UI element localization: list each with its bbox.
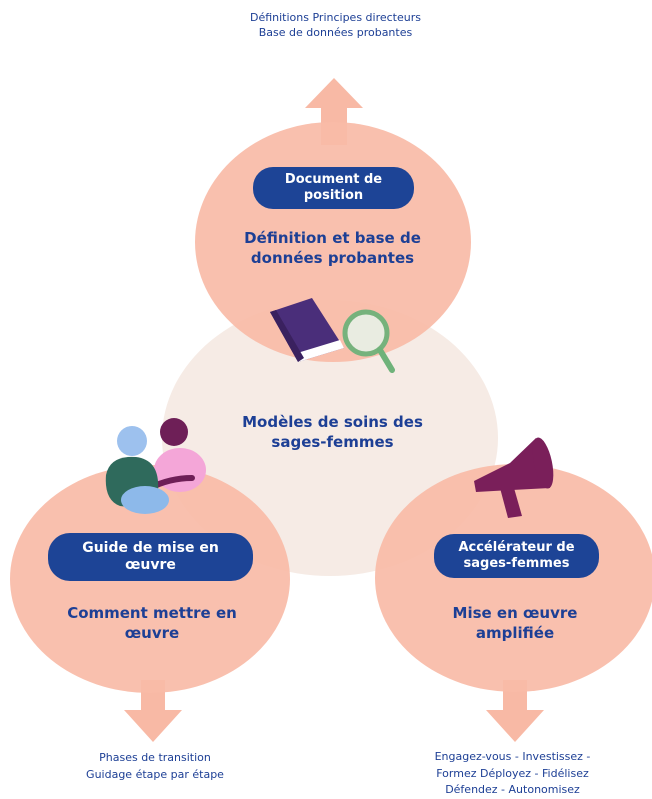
left-subtitle: Comment mettre en œuvre: [67, 604, 237, 642]
right-subtitle: Mise en œuvre amplifiée: [452, 604, 578, 642]
top-badge: Document de position: [253, 167, 414, 209]
right-note-line-3: Défendez - Autonomisez: [445, 783, 580, 796]
megaphone-icon: [474, 437, 554, 518]
right-badge: Accélérateur de sages-femmes: [434, 534, 599, 578]
top-subtitle: Définition et base de données probantes: [244, 229, 421, 267]
right-circle: [375, 464, 652, 692]
right-note-line-1: Engagez-vous - Investissez -: [434, 750, 591, 763]
right-note-line-2: Formez Déployez - Fidélisez: [436, 766, 589, 780]
right-note: Engagez-vous - Investissez - Formez Dépl…: [410, 749, 615, 799]
left-badge: Guide de mise en œuvre: [48, 533, 253, 581]
left-note-line-2: Guidage étape par étape: [86, 767, 224, 781]
left-note: Phases de transition Guidage étape par é…: [60, 750, 250, 783]
magnifier-icon: [342, 309, 395, 373]
center-title: Modèles de soins des sages-femmes: [242, 413, 423, 451]
book-icon: [270, 298, 344, 362]
left-note-line-1: Phases de transition: [99, 751, 211, 764]
top-note: Définitions Principes directeurs Base de…: [249, 11, 421, 40]
people-icon: [105, 418, 206, 514]
